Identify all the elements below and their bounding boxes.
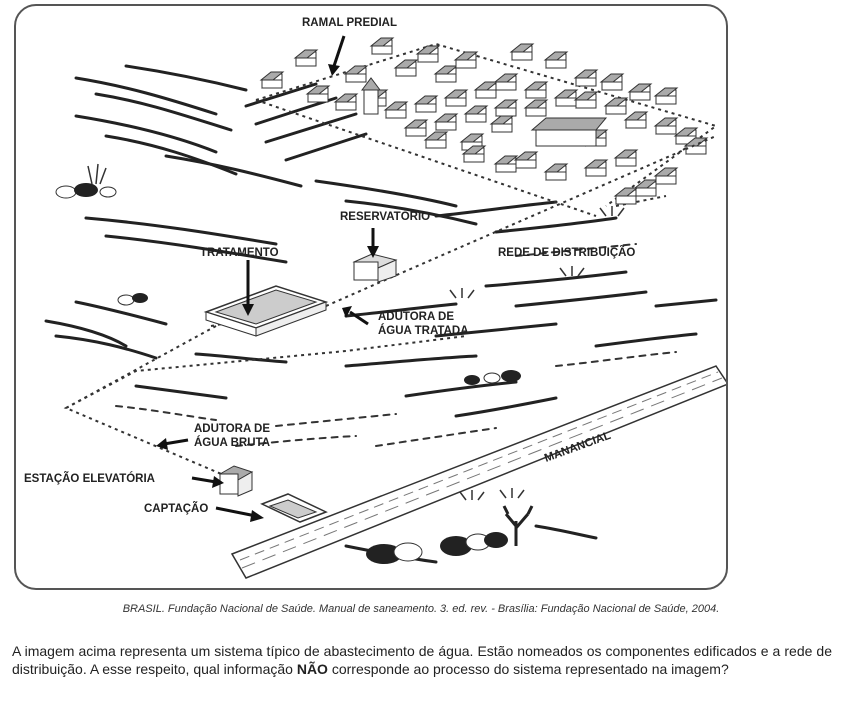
label-estacao-elevatoria: ESTAÇÃO ELEVATÓRIA (24, 472, 155, 485)
label-adutora-tratada-2: ÁGUA TRATADA (378, 324, 469, 337)
label-adutora-tratada-1: ADUTORA DE (378, 311, 454, 323)
label-rede-distribuicao: REDE DE DISTRIBUIÇÃO (498, 246, 635, 259)
reservoir-building (352, 253, 398, 283)
terrain-lines (44, 64, 718, 564)
intake-structure (260, 493, 328, 523)
question-emphasis: NÃO (296, 661, 328, 677)
label-arrows (156, 35, 379, 522)
label-reservatorio: RESERVATÓRIO (340, 210, 430, 223)
question-text: A imagem acima representa um sistema típ… (12, 642, 832, 678)
question-text-before: A imagem acima representa um sistema típ… (12, 643, 832, 677)
label-captacao: CAPTAÇÃO (144, 502, 208, 515)
label-adutora-bruta-1: ADUTORA DE (194, 423, 270, 435)
diagram-frame: RAMAL PREDIAL RESERVATÓRIO TRATAMENTO RE… (14, 4, 728, 590)
terrain-dashes (115, 243, 677, 447)
river (230, 365, 726, 579)
pumping-station (218, 465, 254, 497)
label-ramal-predial: RAMAL PREDIAL (302, 17, 397, 29)
question-text-after: corresponde ao processo do sistema repre… (327, 661, 729, 677)
label-tratamento: TRATAMENTO (200, 247, 279, 259)
treatment-plant (203, 285, 329, 337)
houses (260, 37, 708, 205)
label-adutora-bruta-2: ÁGUA BRUTA (194, 436, 270, 449)
vegetation (55, 163, 625, 564)
water-supply-diagram: RAMAL PREDIAL RESERVATÓRIO TRATAMENTO RE… (24, 17, 726, 579)
figure-caption: BRASIL. Fundação Nacional de Saúde. Manu… (122, 603, 720, 615)
